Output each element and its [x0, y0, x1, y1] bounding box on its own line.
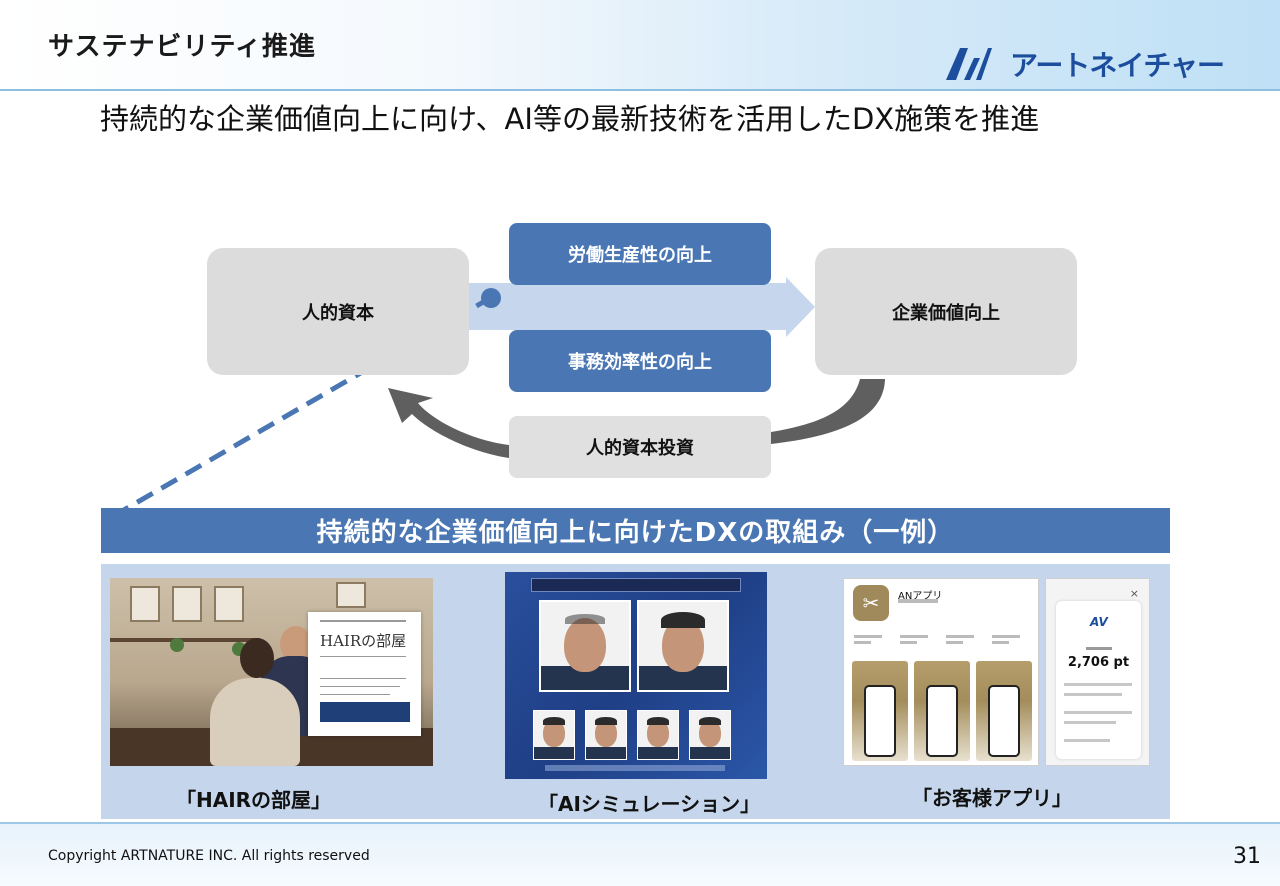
text-line — [1064, 683, 1132, 686]
points-value: 2,706 pt — [1067, 655, 1130, 670]
customer — [210, 678, 300, 766]
app-stat — [946, 635, 974, 653]
hair-room-screenshot: HAIRの部屋 — [110, 578, 433, 766]
page-number: 31 — [1233, 844, 1261, 869]
wall-frame — [214, 586, 244, 622]
face-before — [539, 600, 631, 692]
app-store-screenshot: ✂ ANアプリ — [843, 578, 1039, 766]
app-points-screenshot: × AV 2,706 pt — [1045, 578, 1150, 766]
copyright-text: Copyright ARTNATURE INC. All rights rese… — [48, 848, 370, 864]
feedback-arrow-head — [388, 388, 509, 458]
dx-banner: 持続的な企業価値向上に向けたDXの取組み（一例） — [101, 508, 1170, 553]
face-variant — [533, 710, 575, 760]
face-variant — [585, 710, 627, 760]
customer-app-caption: 「お客様アプリ」 — [912, 786, 1072, 810]
hair-room-button — [320, 702, 410, 722]
human-capital-investment-box: 人的資本投資 — [509, 416, 771, 478]
text-line — [1064, 711, 1132, 714]
text-line — [320, 656, 406, 657]
app-publisher — [898, 599, 938, 603]
header-divider — [0, 89, 1280, 91]
phone-mockup — [864, 685, 896, 757]
office-efficiency-box: 事務効率性の向上 — [509, 330, 771, 392]
face-variant — [637, 710, 679, 760]
labor-productivity-label: 労働生産性の向上 — [568, 245, 712, 266]
app-preview-card — [914, 661, 970, 761]
labor-productivity-box: 労働生産性の向上 — [509, 223, 771, 285]
feedback-arrow — [771, 379, 885, 444]
logo-wordmark: アートネイチャー — [1010, 49, 1225, 82]
human-capital-box: 人的資本 — [207, 248, 469, 375]
hair-room-card: HAIRの部屋 — [308, 612, 421, 736]
hair-room-title: HAIRの部屋 — [320, 632, 407, 650]
office-efficiency-label: 事務効率性の向上 — [568, 352, 712, 373]
connector-dot — [481, 288, 501, 308]
ai-simulation-screenshot — [505, 572, 767, 779]
hair-room-caption: 「HAIRの部屋」 — [176, 788, 332, 812]
points-label — [1086, 647, 1112, 650]
slide-subtitle: 持続的な企業価値向上に向け、AI等の最新技術を活用したDX施策を推進 — [100, 102, 1040, 136]
phone-mockup — [988, 685, 1020, 757]
company-logo: アートネイチャー — [944, 44, 1264, 84]
app-logo: AV — [1090, 615, 1108, 629]
phone-mockup — [926, 685, 958, 757]
face-variant — [689, 710, 731, 760]
ai-simulation-caption: 「AIシミュレーション」 — [538, 792, 761, 816]
text-line — [1064, 721, 1116, 724]
app-name: ANアプリ — [898, 591, 943, 602]
footer-band — [0, 822, 1280, 886]
plant — [170, 638, 184, 652]
face-after — [637, 600, 729, 692]
simulation-footer-text — [545, 765, 725, 771]
page-title: サステナビリティ推進 — [48, 32, 316, 62]
wall-frame — [130, 586, 160, 622]
corporate-value-box: 企業価値向上 — [815, 248, 1077, 375]
text-line — [1064, 693, 1122, 696]
artnature-mark-icon — [946, 48, 992, 80]
shelf — [110, 638, 260, 642]
app-stat — [854, 635, 882, 653]
customer-head — [240, 638, 274, 678]
app-stat — [900, 635, 928, 653]
simulation-title-bar — [531, 578, 741, 592]
points-card: AV 2,706 pt — [1056, 601, 1141, 759]
text-line — [320, 694, 390, 695]
corporate-value-label: 企業価値向上 — [892, 302, 1000, 324]
text-line — [320, 678, 406, 679]
dx-banner-text: 持続的な企業価値向上に向けたDXの取組み（一例） — [316, 518, 955, 548]
wall-frame — [172, 586, 202, 622]
scissors-icon: ✂ — [853, 585, 889, 621]
footer-divider — [0, 822, 1280, 824]
human-capital-investment-label: 人的資本投資 — [586, 438, 694, 459]
text-line — [320, 686, 400, 687]
text-line — [1064, 739, 1110, 742]
wall-frame — [336, 582, 366, 608]
flow-arrow — [469, 277, 815, 337]
text-line — [320, 620, 406, 622]
human-capital-label: 人的資本 — [302, 302, 374, 324]
header-band — [0, 0, 1280, 90]
close-icon: × — [1129, 587, 1139, 600]
app-stat — [992, 635, 1020, 653]
app-preview-card — [976, 661, 1032, 761]
app-preview-card — [852, 661, 908, 761]
